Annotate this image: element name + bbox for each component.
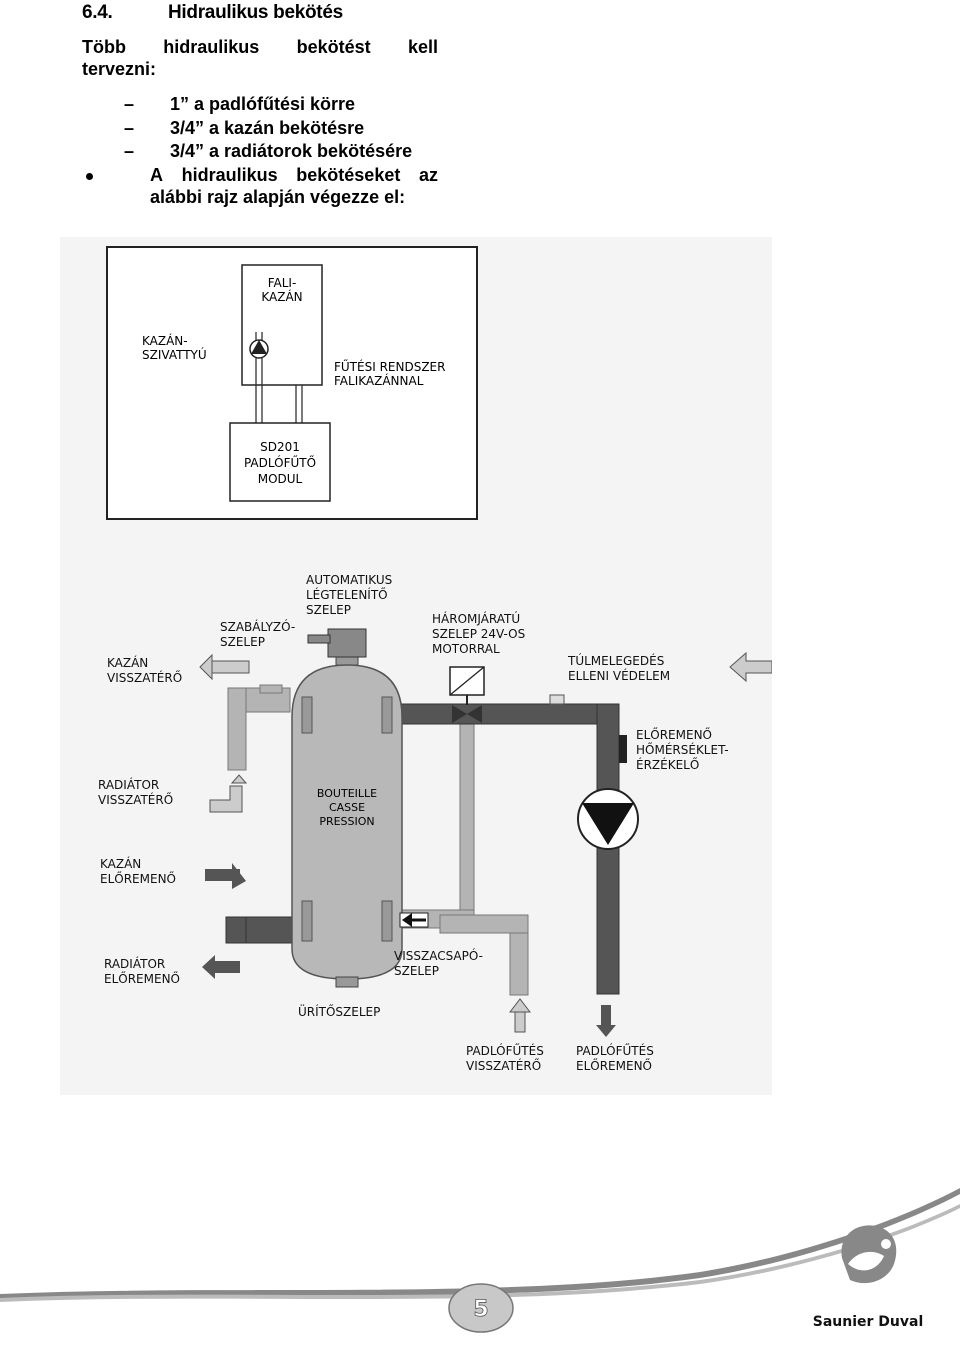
intro-word: bekötést	[296, 37, 371, 57]
svg-text:RADIÁTOR: RADIÁTOR	[98, 777, 159, 792]
hydraulic-bottle: BOUTEILLE CASSE PRESSION	[291, 628, 403, 988]
intro-word: kell	[407, 37, 438, 57]
svg-text:PRESSION: PRESSION	[319, 815, 374, 828]
page-number: 5	[473, 1297, 488, 1322]
intro-word: Több	[82, 37, 126, 57]
intro-paragraph: Több hidraulikus bekötést kell tervezni:	[82, 36, 438, 80]
three-way-valve-icon	[449, 666, 485, 723]
temperature-sensor-icon	[619, 735, 627, 763]
svg-text:ÜRÍTŐSZELEP: ÜRÍTŐSZELEP	[298, 1003, 380, 1019]
svg-text:PADLÓFŰTÉS: PADLÓFŰTÉS	[576, 1043, 654, 1058]
page-number-badge	[448, 1283, 514, 1333]
svg-text:VISSZATÉRŐ: VISSZATÉRŐ	[107, 670, 182, 685]
svg-text:TÚLMELEGEDÉS: TÚLMELEGEDÉS	[567, 653, 664, 668]
svg-text:SZABÁLYZÓ-: SZABÁLYZÓ-	[220, 619, 295, 634]
svg-text:LÉGTELENÍTŐ: LÉGTELENÍTŐ	[306, 587, 388, 602]
system-schematic: FALI- KAZÁN KAZÁN- SZIVATTYÚ FŰTÉSI REND…	[106, 246, 478, 520]
svg-text:FALIKAZÁNNAL: FALIKAZÁNNAL	[334, 373, 424, 388]
boiler-box	[241, 264, 323, 386]
page-footer: 5 Saunier Duval	[0, 1188, 960, 1333]
svg-text:HŐMÉRSÉKLET-: HŐMÉRSÉKLET-	[636, 742, 729, 757]
svg-text:ELLENI VÉDELEM: ELLENI VÉDELEM	[568, 668, 670, 683]
svg-text:SZELEP: SZELEP	[394, 964, 439, 978]
svg-text:KAZÁN: KAZÁN	[107, 655, 148, 670]
svg-text:SZELEP: SZELEP	[220, 635, 265, 649]
svg-text:VISSZATÉRŐ: VISSZATÉRŐ	[98, 792, 173, 807]
svg-text:MOTORRAL: MOTORRAL	[432, 642, 500, 656]
circulation-pump-icon	[577, 788, 639, 850]
svg-text:VISSZATÉRŐ: VISSZATÉRŐ	[466, 1058, 541, 1073]
list-item: –3/4” a kazán bekötésre	[124, 118, 365, 138]
intro-word: hidraulikus	[163, 37, 260, 57]
hydraulic-diagram: FALI- KAZÁN KAZÁN- SZIVATTYÚ FŰTÉSI REND…	[60, 237, 772, 1095]
svg-text:KAZÁN: KAZÁN	[100, 856, 141, 871]
svg-text:AUTOMATIKUS: AUTOMATIKUS	[306, 573, 392, 587]
overheat-sensor-icon	[549, 694, 565, 705]
svg-text:KAZÁN: KAZÁN	[261, 289, 302, 304]
svg-text:VISSZACSAPÓ-: VISSZACSAPÓ-	[394, 948, 483, 963]
svg-text:FALI-: FALI-	[268, 276, 297, 290]
svg-text:BOUTEILLE: BOUTEILLE	[317, 787, 377, 800]
section-heading: 6.4. Hidraulikus bekötés	[82, 2, 343, 24]
saunier-duval-logo: Saunier Duval	[813, 1225, 924, 1330]
list-item: –1” a padlófűtési körre	[124, 94, 356, 114]
svg-text:SZELEP: SZELEP	[306, 603, 351, 617]
list-item: –3/4” a radiátorok bekötésére	[124, 141, 413, 161]
svg-text:ELŐREMENŐ: ELŐREMENŐ	[104, 971, 180, 986]
svg-text:SD201: SD201	[260, 440, 300, 454]
svg-text:ELŐREMENŐ: ELŐREMENŐ	[100, 871, 176, 886]
svg-text:RADIÁTOR: RADIÁTOR	[104, 956, 165, 971]
svg-text:PADLÓFŰTŐ: PADLÓFŰTŐ	[244, 455, 316, 470]
svg-text:ÉRZÉKELŐ: ÉRZÉKELŐ	[636, 757, 699, 772]
brand-name: Saunier Duval	[813, 1314, 924, 1330]
svg-text:KAZÁN-: KAZÁN-	[142, 333, 188, 348]
svg-text:FŰTÉSI RENDSZER: FŰTÉSI RENDSZER	[334, 359, 445, 374]
svg-text:CASSE: CASSE	[329, 801, 365, 814]
svg-text:SZIVATTYÚ: SZIVATTYÚ	[142, 347, 207, 362]
section-number: 6.4.	[82, 2, 113, 23]
svg-text:SZELEP 24V-OS: SZELEP 24V-OS	[432, 627, 525, 641]
section-title: Hidraulikus bekötés	[168, 2, 343, 23]
module-box	[229, 422, 331, 502]
svg-text:ELŐREMENŐ: ELŐREMENŐ	[576, 1058, 652, 1073]
svg-text:HÁROMJÁRATÚ: HÁROMJÁRATÚ	[432, 611, 520, 626]
bullet-item: A hidraulikus bekötéseket az alábbi rajz…	[86, 164, 438, 208]
svg-text:MODUL: MODUL	[258, 472, 303, 486]
svg-text:PADLÓFŰTÉS: PADLÓFŰTÉS	[466, 1043, 544, 1058]
intro-line-2: tervezni:	[82, 59, 157, 79]
svg-text:ELŐREMENŐ: ELŐREMENŐ	[636, 727, 712, 742]
bullet-dot-icon	[86, 173, 93, 180]
